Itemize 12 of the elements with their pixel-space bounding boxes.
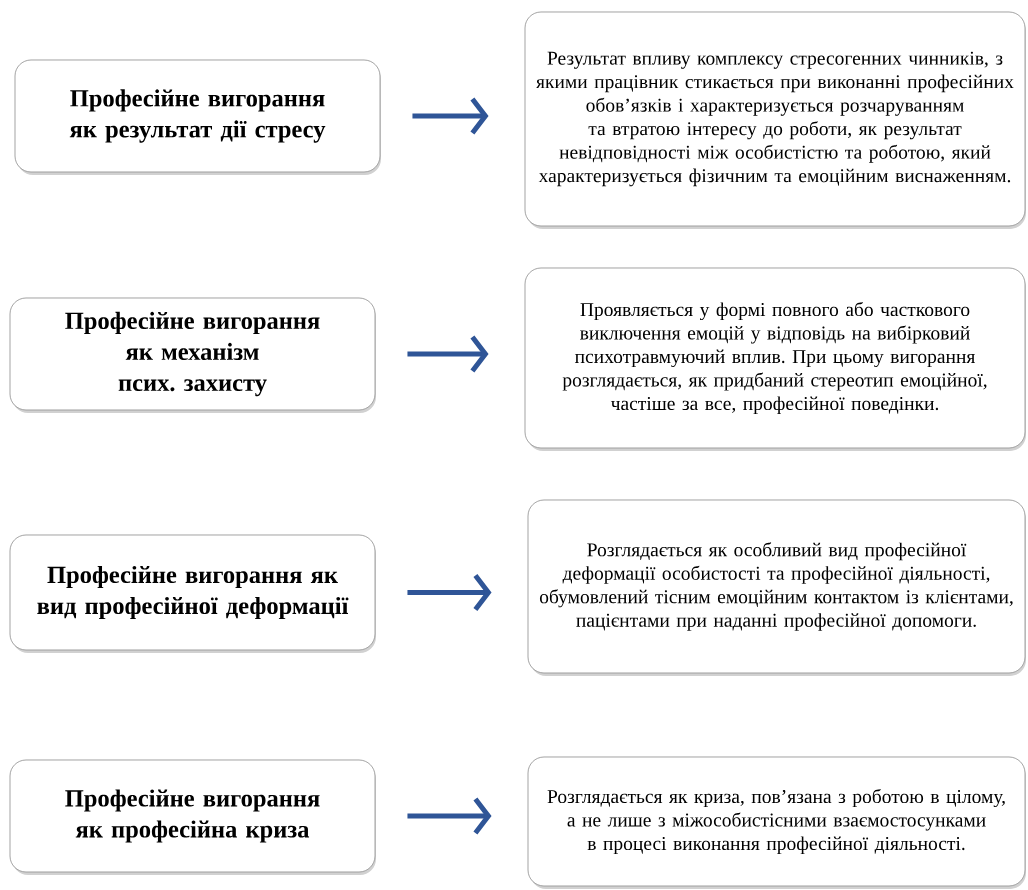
definition-box: Результат впливу комплексу стресогенних чинників, з якими працівник стикається при виконанні професійних обов’язків і характеризується розчаруванням та втратою інтересу до роботи, як результат невідповідності між особистістю та роботою, який характеризується фізичним та емоційним виснаженням. <box>524 11 1026 227</box>
definition-box: Розглядається як особливий вид професійної деформації особистості та професійної діяльності, обумовлений тісним емоційним контактом із клієнтами, пацієнтами при наданні професійної допомоги. <box>527 499 1026 674</box>
arrow <box>412 97 489 135</box>
definition-box: Розглядається як криза, пов’язана з роботою в цілому, а не лише з міжособистісними взаємостосунками в процесі виконання професійної діяльності. <box>527 756 1026 887</box>
concept-box: Професійне вигорання як професійна криза <box>9 759 376 873</box>
arrow <box>407 335 489 373</box>
arrow <box>407 797 492 835</box>
definition-box: Проявляється у формі повного або часткового виключення емоцій у відповідь на вибірковий психотравмуючий вплив. При цьому вигорання розглядається, як придбаний стереотип емоційної, частіше за все, професійної поведінки. <box>524 267 1026 449</box>
concept-box: Професійне вигорання як результат дії стресу <box>14 59 381 173</box>
concept-box: Професійне вигорання як механізм псих. захисту <box>9 297 376 411</box>
arrow <box>407 573 492 611</box>
concept-box: Професійне вигорання як вид професійної деформації <box>9 534 376 651</box>
